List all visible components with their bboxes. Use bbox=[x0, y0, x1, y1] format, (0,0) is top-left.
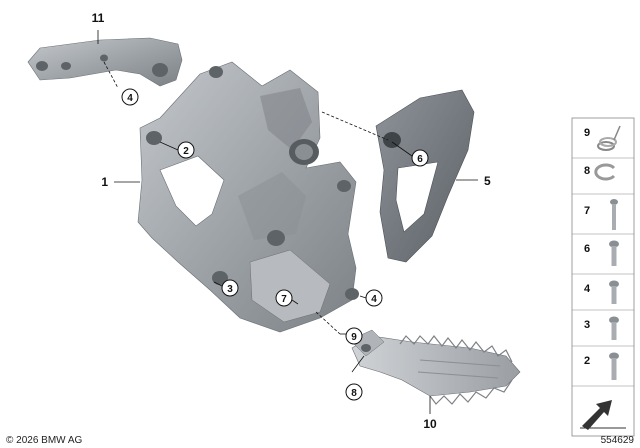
callout-11: 11 bbox=[92, 11, 105, 25]
direction-arrow-icon bbox=[580, 400, 626, 430]
callout-7: 7 bbox=[275, 289, 293, 307]
circlip-icon bbox=[594, 163, 616, 181]
footrest-carrier-part-1 bbox=[137, 61, 359, 333]
spring-icon bbox=[597, 125, 621, 151]
svg-text:2: 2 bbox=[183, 146, 189, 157]
callout-1: 1 bbox=[101, 175, 108, 189]
svg-text:7: 7 bbox=[584, 205, 590, 217]
bolt-icon bbox=[609, 316, 619, 340]
parts-legend: 9 8 7 6 bbox=[571, 117, 635, 437]
leader-lines bbox=[97, 30, 478, 414]
callout-4-top-bracket: 4 bbox=[121, 88, 139, 106]
callout-4-carrier: 4 bbox=[365, 289, 383, 307]
bolt-icon bbox=[609, 240, 619, 266]
legend-row-2: 2 bbox=[584, 352, 619, 380]
copyright: © 2026 BMW AG bbox=[6, 435, 83, 446]
diagram-number: 554629 bbox=[601, 435, 635, 446]
footpeg-part-10 bbox=[349, 329, 521, 405]
svg-text:2: 2 bbox=[584, 355, 590, 367]
callout-6: 6 bbox=[411, 149, 429, 167]
legend-row-9: 9 bbox=[584, 125, 621, 151]
callout-5: 5 bbox=[484, 174, 491, 188]
svg-text:4: 4 bbox=[584, 283, 591, 295]
svg-text:9: 9 bbox=[351, 332, 357, 343]
legend-row-4: 4 bbox=[584, 280, 619, 304]
long-bolt-icon bbox=[610, 199, 618, 230]
assembly-lines bbox=[103, 61, 413, 335]
legend-row-6: 6 bbox=[584, 240, 619, 266]
svg-text:6: 6 bbox=[584, 243, 590, 255]
callout-10: 10 bbox=[423, 417, 437, 431]
top-bracket-part-11 bbox=[27, 37, 183, 87]
svg-text:8: 8 bbox=[351, 388, 357, 399]
svg-text:3: 3 bbox=[584, 319, 590, 331]
legend-row-7: 7 bbox=[584, 199, 618, 230]
legend-row-8: 8 bbox=[584, 163, 616, 181]
svg-text:6: 6 bbox=[417, 154, 423, 165]
svg-text:9: 9 bbox=[584, 127, 590, 139]
svg-text:4: 4 bbox=[371, 294, 377, 305]
bolt-icon bbox=[609, 280, 619, 304]
callout-2: 2 bbox=[177, 141, 195, 159]
svg-text:3: 3 bbox=[227, 284, 233, 295]
svg-text:7: 7 bbox=[281, 294, 287, 305]
callout-9: 9 bbox=[345, 327, 363, 345]
bolt-icon bbox=[609, 352, 619, 380]
callout-8: 8 bbox=[345, 383, 363, 401]
callout-3: 3 bbox=[221, 279, 239, 297]
svg-text:8: 8 bbox=[584, 165, 590, 177]
heel-guard-part-5 bbox=[375, 89, 475, 263]
svg-text:4: 4 bbox=[127, 93, 133, 104]
legend-row-3: 3 bbox=[584, 316, 619, 340]
